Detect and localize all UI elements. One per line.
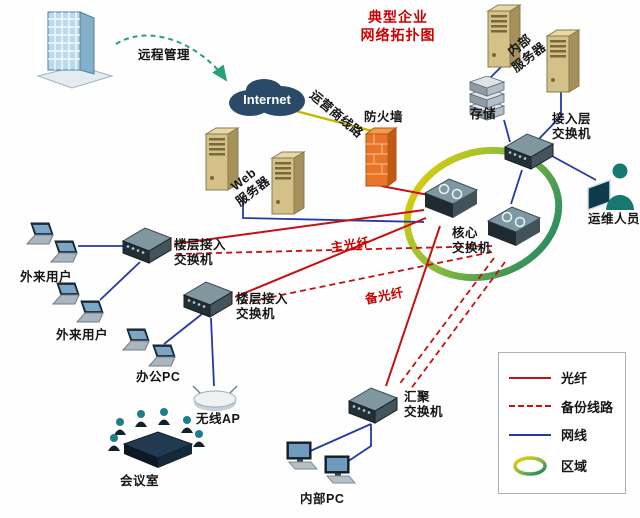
- floor-switch-node-2: [181, 278, 235, 320]
- diagram-title: 典型企业 网络拓扑图: [352, 8, 444, 44]
- storage-node: [466, 75, 508, 130]
- internet-cloud-icon: Internet: [229, 79, 305, 116]
- legend-label-fiber: 光纤: [561, 371, 588, 387]
- core-switch-icon: [486, 206, 542, 246]
- floor-switch-node-1: [120, 224, 174, 266]
- zone-ring-sample-icon: [513, 455, 547, 476]
- core-switch-icon: [423, 178, 479, 218]
- legend-label-backup: 备份线路: [561, 399, 614, 415]
- server-tower-icon: [486, 4, 522, 68]
- backup-fiber-links: [175, 245, 506, 391]
- ethernet-line-sample: [509, 433, 551, 436]
- aggregation-switch-label: 汇聚 交换机: [404, 390, 444, 419]
- server-tower-icon: [270, 151, 306, 215]
- internal-pc-node-1: [284, 440, 324, 476]
- laptop-group-icon: [121, 328, 176, 367]
- legend-item-backup: 备份线路: [509, 397, 615, 416]
- meeting-room-label: 会议室: [120, 474, 160, 488]
- remote-management-label: 远程管理: [138, 48, 191, 62]
- diagram-title-line1: 典型企业: [368, 9, 428, 25]
- web-server-node-2: [269, 150, 307, 216]
- external-users-node-2: [50, 282, 112, 330]
- internal-server-node-2: [544, 28, 582, 94]
- internal-server-node: [485, 3, 523, 69]
- external-users-label-1: 外来用户: [20, 270, 73, 284]
- switch-icon: [503, 133, 555, 170]
- firewall-node: [362, 126, 398, 188]
- legend-item-zone: 区域: [509, 454, 615, 478]
- meeting-table-icon: [108, 408, 205, 468]
- carrier-link: [291, 108, 377, 134]
- desktop-pc-icon: [286, 441, 319, 470]
- internal-pc-node-2: [322, 454, 362, 490]
- office-pc-label: 办公PC: [136, 370, 181, 384]
- external-users-node-1: [24, 222, 86, 270]
- legend-label-ethernet: 网线: [561, 428, 588, 444]
- storage-array-icon: [468, 75, 506, 121]
- web-server-node: [203, 126, 241, 192]
- wireless-ap-node: [190, 384, 240, 414]
- ops-staff-node: [586, 158, 636, 214]
- ethernet-links: [78, 65, 597, 465]
- server-tower-icon: [545, 29, 581, 93]
- floor-switch-label-1: 楼层接入 交换机: [174, 238, 227, 267]
- internet-label: Internet: [243, 92, 291, 107]
- access-layer-switch-label: 接入层 交换机: [552, 112, 592, 141]
- remote-management-node: [28, 6, 118, 94]
- storage-label: 存储: [470, 107, 497, 121]
- switch-icon: [121, 227, 173, 264]
- external-users-label-2: 外来用户: [56, 328, 109, 342]
- access-layer-switch-node: [502, 130, 556, 172]
- fiber-line-sample: [509, 376, 551, 379]
- desktop-pc-icon: [324, 455, 357, 484]
- legend-item-fiber: 光纤: [509, 368, 615, 387]
- core-switch-node-1: [422, 174, 480, 222]
- legend: 光纤 备份线路 网线 区域: [498, 352, 626, 494]
- wireless-ap-icon: [192, 385, 238, 411]
- fiber-links: [173, 185, 441, 387]
- legend-item-ethernet: 网线: [509, 425, 615, 444]
- laptop-group-icon: [25, 222, 78, 263]
- server-tower-icon: [204, 127, 240, 191]
- internal-pc-label: 内部PC: [300, 492, 345, 506]
- core-zone-ring: [403, 146, 563, 282]
- backup-line-sample: [509, 405, 551, 408]
- remote-management-link: [115, 34, 228, 82]
- diagram-title-line2: 网络拓扑图: [360, 27, 436, 44]
- switch-icon: [347, 387, 399, 424]
- aggregation-switch-node: [346, 384, 400, 426]
- laptop-group-icon: [51, 282, 104, 323]
- wireless-ap-label: 无线AP: [196, 412, 241, 426]
- meeting-room-node: [108, 408, 206, 476]
- core-switch-label: 核心 交换机: [452, 226, 492, 255]
- legend-label-zone: 区域: [561, 459, 588, 475]
- office-building-icon: [36, 11, 114, 89]
- core-switch-node-2: [485, 202, 543, 250]
- ops-staff-label: 运维人员: [588, 212, 640, 226]
- firewall-label: 防火墙: [364, 110, 404, 124]
- internet-node: Internet: [226, 74, 308, 120]
- floor-switch-label-2: 楼层接入 交换机: [236, 292, 289, 321]
- firewall-icon: [364, 127, 398, 187]
- office-pc-node: [120, 328, 182, 376]
- operator-person-icon: [587, 163, 634, 212]
- switch-icon: [182, 281, 234, 318]
